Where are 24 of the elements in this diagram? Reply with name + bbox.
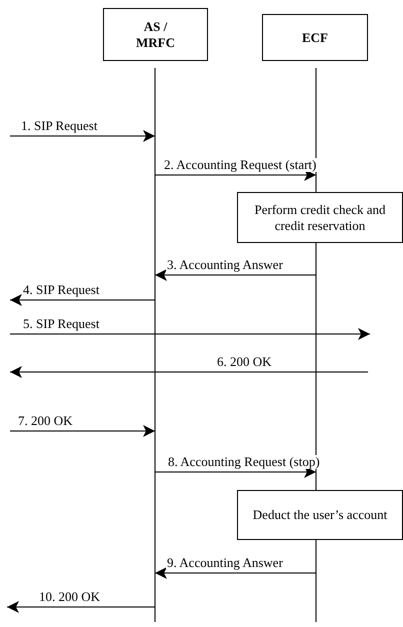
process-box: [237, 192, 403, 243]
edge-label: 2. Accounting Request (start): [163, 158, 318, 172]
node-text: Deduct the user’s account: [252, 507, 388, 523]
node-text: Perform credit check and credit reservation: [253, 202, 387, 234]
edge-label: 4. SIP Request: [22, 283, 100, 297]
node-text: ECF: [301, 30, 329, 46]
arrow: [10, 328, 370, 340]
arrow: [154, 567, 316, 579]
node-text: AS / MRFC: [135, 18, 176, 50]
arrow: [10, 130, 156, 142]
arrow: [6, 601, 156, 613]
edge-label: 8. Accounting Request (stop): [167, 455, 321, 469]
edge-label: 6. 200 OK: [216, 355, 273, 369]
edge-label: 5. SIP Request: [22, 317, 100, 331]
edge-label: 1. SIP Request: [20, 119, 98, 133]
arrow: [10, 294, 156, 306]
edge-label: 7. 200 OK: [17, 414, 74, 428]
edge-label: 10. 200 OK: [38, 590, 102, 604]
arrow: [10, 366, 368, 378]
edge-label: 3. Accounting Answer: [166, 258, 284, 272]
arrow: [10, 425, 156, 437]
edge-label: 9. Accounting Answer: [166, 556, 284, 570]
arrow: [154, 269, 316, 281]
process-box: [237, 490, 403, 540]
